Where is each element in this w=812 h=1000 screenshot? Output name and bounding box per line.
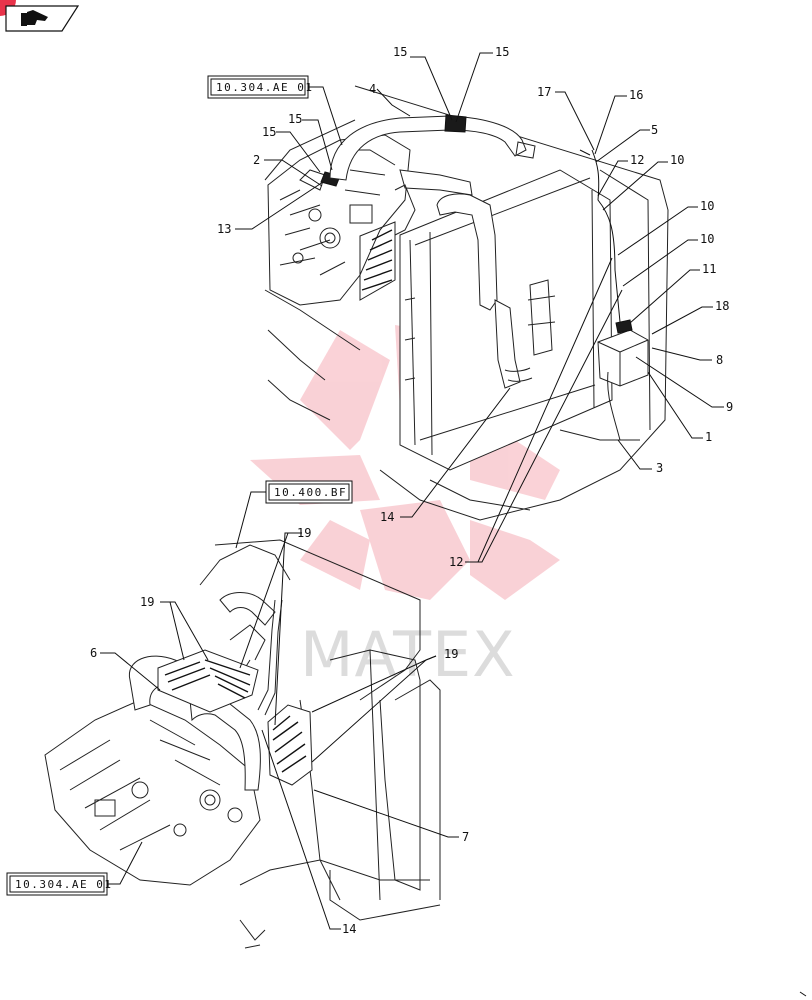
lower-assembly	[44, 539, 441, 949]
side-cooler	[267, 704, 313, 786]
reference-middle[interactable]: 10.400.BF	[265, 480, 353, 504]
next-page-button[interactable]	[5, 5, 80, 32]
callout-2: 2	[253, 153, 260, 167]
callout-10: 10	[670, 153, 684, 167]
reference-middle-text: 10.400.BF	[274, 486, 347, 499]
lower-engine	[44, 699, 261, 886]
callout-7: 7	[462, 830, 469, 844]
charge-air-cooler	[157, 649, 259, 713]
reference-bottom-left[interactable]: 10.304.AE 01	[6, 872, 112, 896]
callout-6: 6	[90, 646, 97, 660]
callout-19: 19	[444, 647, 458, 661]
leader-ref-top-left	[308, 86, 343, 146]
callout-15: 15	[495, 45, 509, 59]
callout-11: 11	[702, 262, 716, 276]
callout-16: 16	[629, 88, 643, 102]
callout-8: 8	[716, 353, 723, 367]
upper-assembly	[264, 85, 669, 521]
reference-top-left-text: 10.304.AE 01	[216, 81, 313, 94]
leader-ref-middle	[235, 491, 266, 549]
watermark: MATEX	[250, 325, 560, 691]
callout-14: 14	[342, 922, 356, 936]
callout-19: 19	[297, 526, 311, 540]
hand-pointer-icon	[21, 10, 48, 26]
callout-19: 19	[140, 595, 154, 609]
callout-13: 13	[217, 222, 231, 236]
callout-17: 17	[537, 85, 551, 99]
callout-4: 4	[369, 82, 376, 96]
callout-10: 10	[700, 199, 714, 213]
callout-3: 3	[656, 461, 663, 475]
callout-12: 12	[630, 153, 644, 167]
toolbar	[0, 0, 80, 32]
callout-15: 15	[262, 125, 276, 139]
reference-bottom-left-text: 10.304.AE 01	[15, 878, 112, 891]
callout-1: 1	[705, 430, 712, 444]
leader-ref-bottom-left	[107, 841, 143, 885]
expansion-tank	[597, 319, 649, 441]
callout-9: 9	[726, 400, 733, 414]
gear-logo	[250, 325, 560, 600]
callout-12: 12	[449, 555, 463, 569]
callout-18: 18	[715, 299, 729, 313]
callout-15: 15	[288, 112, 302, 126]
callout-14: 14	[380, 510, 394, 524]
callout-5: 5	[651, 123, 658, 137]
callout-leaders	[100, 52, 724, 930]
radiator-grille	[359, 221, 396, 301]
watermark-text: MATEX	[300, 618, 516, 691]
reference-top-left[interactable]: 10.304.AE 01	[207, 75, 313, 99]
callout-10: 10	[700, 232, 714, 246]
callout-15: 15	[393, 45, 407, 59]
corner-mark	[799, 991, 807, 997]
engine-block	[267, 134, 411, 306]
callout-labels: 15 15 4 15 15 2 13 17 16 5 12 10 10 10 1…	[90, 45, 733, 936]
